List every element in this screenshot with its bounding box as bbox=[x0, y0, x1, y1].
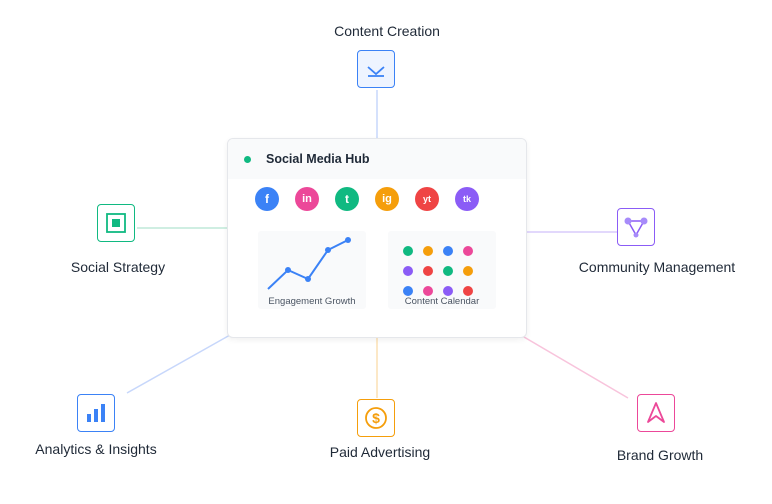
growth-point bbox=[325, 247, 331, 253]
status-dot bbox=[244, 155, 251, 163]
social-media-hub-card[interactable]: Social Media Hub f in t ig yt tk Engagem… bbox=[227, 138, 527, 338]
growth-line-chart bbox=[267, 237, 351, 290]
engagement-growth-panel[interactable]: Engagement Growth bbox=[258, 231, 366, 309]
inbox-icon bbox=[367, 66, 385, 77]
hub-header: Social Media Hub bbox=[228, 139, 526, 179]
calendar-dot bbox=[443, 246, 453, 256]
calendar-dot bbox=[403, 266, 413, 276]
content-calendar-panel[interactable]: Content Calendar bbox=[388, 231, 496, 309]
svg-text:$: $ bbox=[372, 410, 380, 426]
twitter-icon[interactable]: t bbox=[335, 187, 359, 211]
calendar-dot bbox=[443, 286, 453, 296]
social-icon-row: f in t ig yt tk bbox=[255, 187, 479, 211]
growth-point bbox=[345, 237, 351, 243]
youtube-icon[interactable]: yt bbox=[415, 187, 439, 211]
calendar-dot bbox=[403, 246, 413, 256]
linkedin-icon[interactable]: in bbox=[295, 187, 319, 211]
calendar-dot bbox=[463, 286, 473, 296]
content-creation-label: Content Creation bbox=[334, 23, 440, 39]
brand-growth-node[interactable] bbox=[637, 394, 675, 432]
target-square-icon bbox=[106, 213, 126, 233]
content-calendar-label: Content Calendar bbox=[404, 296, 480, 307]
growth-point bbox=[305, 276, 311, 282]
network-icon bbox=[624, 217, 648, 238]
calendar-dot bbox=[423, 286, 433, 296]
brand-growth-label: Brand Growth bbox=[616, 447, 704, 463]
analytics-insights-node[interactable] bbox=[77, 394, 115, 432]
calendar-dot bbox=[403, 286, 413, 296]
arrow-up-icon bbox=[647, 402, 665, 423]
calendar-dot bbox=[423, 246, 433, 256]
facebook-icon[interactable]: f bbox=[255, 187, 279, 211]
community-management-label: Community Management bbox=[578, 259, 736, 275]
calendar-dot bbox=[463, 246, 473, 256]
social-strategy-label: Social Strategy bbox=[70, 259, 166, 275]
calendar-dot bbox=[423, 266, 433, 276]
content-creation-node[interactable] bbox=[357, 50, 395, 88]
instagram-icon[interactable]: ig bbox=[375, 187, 399, 211]
social-strategy-node[interactable] bbox=[97, 204, 135, 242]
tiktok-icon[interactable]: tk bbox=[455, 187, 479, 211]
community-management-node[interactable] bbox=[617, 208, 655, 246]
engagement-growth-label: Engagement Growth bbox=[268, 296, 356, 307]
bar-chart-icon bbox=[87, 404, 105, 422]
paid-advertising-label: Paid Advertising bbox=[329, 444, 431, 460]
hub-title: Social Media Hub bbox=[266, 152, 370, 166]
dollar-coin-icon: $ bbox=[365, 407, 387, 429]
calendar-dot bbox=[443, 266, 453, 276]
analytics-insights-label: Analytics & Insights bbox=[35, 441, 157, 457]
paid-advertising-node[interactable]: $ bbox=[357, 399, 395, 437]
calendar-dot bbox=[463, 266, 473, 276]
growth-point bbox=[285, 267, 291, 273]
